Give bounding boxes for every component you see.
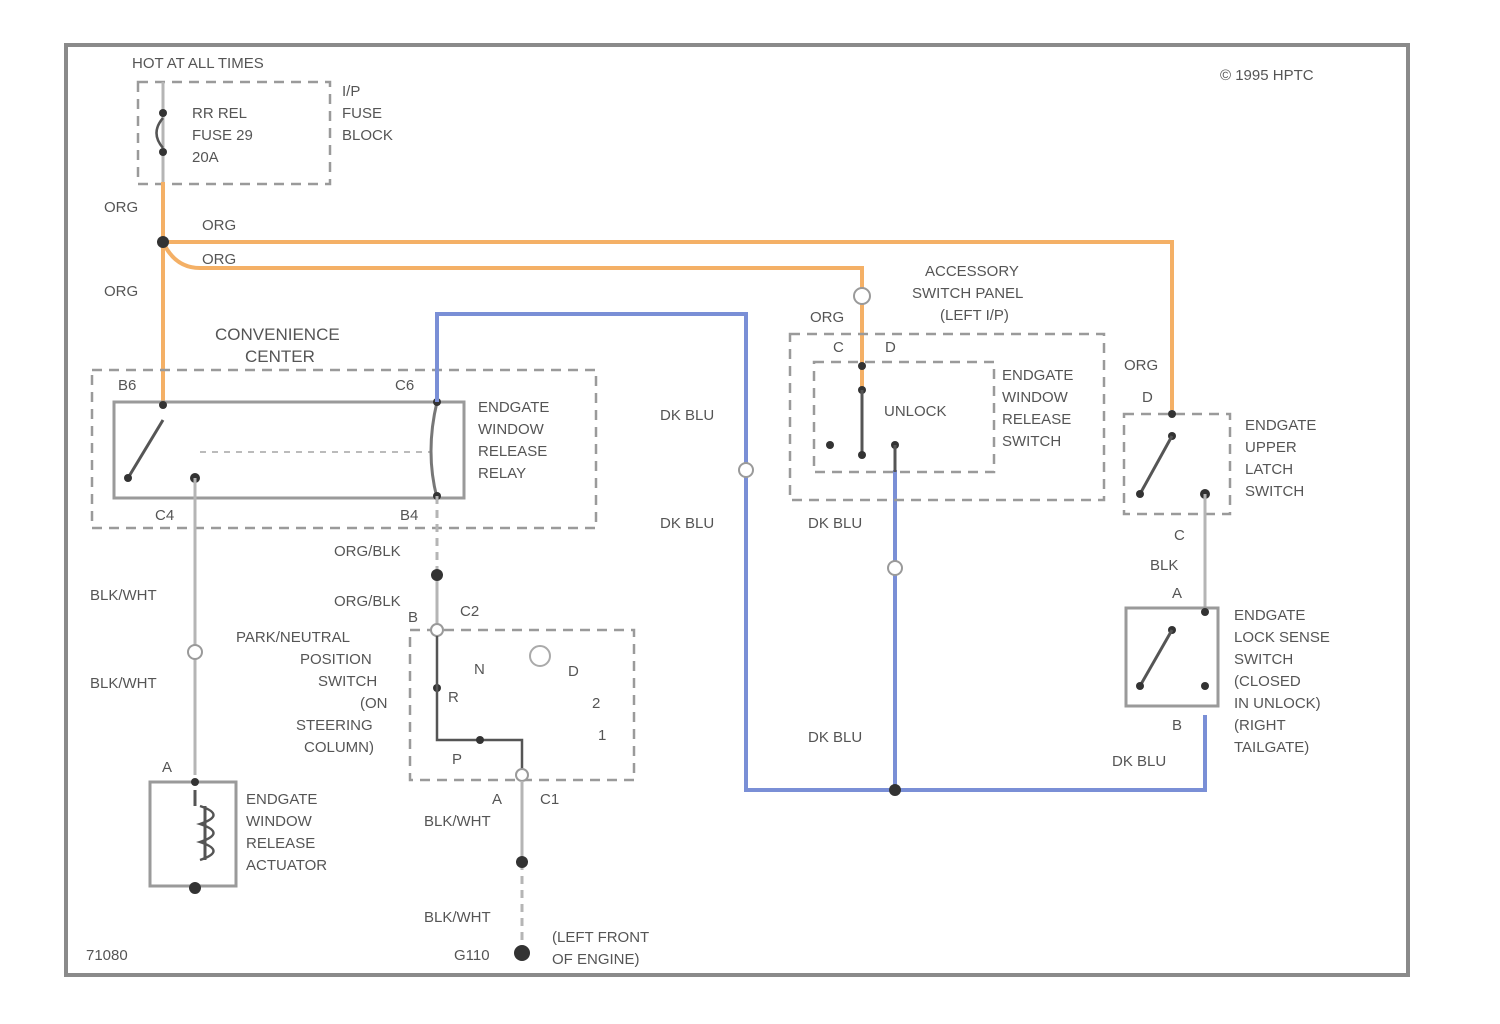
- relay-label-4: RELAY: [478, 465, 526, 482]
- pn-gear-r: R: [448, 689, 459, 706]
- pn-label-4: (ON: [360, 695, 388, 712]
- upper-latch-pin-d: D: [1142, 389, 1153, 406]
- pn-connector-b: B: [408, 609, 418, 626]
- actuator-label-1: ENDGATE: [246, 791, 317, 808]
- wire-dkblu-relay: [437, 314, 1205, 790]
- pn-connector-a: A: [492, 791, 502, 808]
- window-switch-label-3: RELEASE: [1002, 411, 1071, 428]
- wire-label-dkblu-3: DK BLU: [808, 515, 862, 532]
- ground-label-2: OF ENGINE): [552, 951, 640, 968]
- relay-label-1: ENDGATE: [478, 399, 549, 416]
- actuator-label-4: ACTUATOR: [246, 857, 327, 874]
- copyright-label: © 1995 HPTC: [1220, 67, 1314, 84]
- lock-sense-label-4: (CLOSED: [1234, 673, 1301, 690]
- wire-label-blkwht-3: BLK/WHT: [424, 813, 491, 830]
- wire-label-org-4: ORG: [104, 283, 138, 300]
- accessory-title-3: (LEFT I/P): [940, 307, 1009, 324]
- wire-label-org-5: ORG: [810, 309, 844, 326]
- wire-label-orgblk-2: ORG/BLK: [334, 593, 401, 610]
- relay-label-3: RELEASE: [478, 443, 547, 460]
- pn-gear-d: D: [568, 663, 579, 680]
- wire-label-blk: BLK: [1150, 557, 1178, 574]
- pn-gear-1: 1: [598, 727, 606, 744]
- lock-sense-label-7: TAILGATE): [1234, 739, 1309, 756]
- upper-latch-label-3: LATCH: [1245, 461, 1293, 478]
- wire-label-dkblu-2: DK BLU: [660, 515, 714, 532]
- lock-sense-label-2: LOCK SENSE: [1234, 629, 1330, 646]
- wire-label-org-6: ORG: [1124, 357, 1158, 374]
- upper-latch-box: [1124, 414, 1230, 514]
- fuse-label-1: RR REL: [192, 105, 247, 122]
- wire-label-dkblu-1: DK BLU: [660, 407, 714, 424]
- actuator-label-3: RELEASE: [246, 835, 315, 852]
- lock-sense-label-3: SWITCH: [1234, 651, 1293, 668]
- pn-label-3: SWITCH: [318, 673, 377, 690]
- accessory-title-1: ACCESSORY: [925, 263, 1019, 280]
- wire-label-dkblu-5: DK BLU: [1112, 753, 1166, 770]
- fuse-block-label-3: BLOCK: [342, 127, 393, 144]
- pin-c4: C4: [155, 507, 174, 524]
- wire-label-orgblk-1: ORG/BLK: [334, 543, 401, 560]
- upper-latch-pin-c: C: [1174, 527, 1185, 544]
- upper-latch-label-1: ENDGATE: [1245, 417, 1316, 434]
- pin-b4: B4: [400, 507, 418, 524]
- lock-sense-label-5: IN UNLOCK): [1234, 695, 1321, 712]
- pn-label-6: COLUMN): [304, 739, 374, 756]
- wire-label-blkwht-4: BLK/WHT: [424, 909, 491, 926]
- wire-label-org-1: ORG: [104, 199, 138, 216]
- lock-sense-label-6: (RIGHT: [1234, 717, 1286, 734]
- actuator-label-2: WINDOW: [246, 813, 313, 830]
- pn-gear-2: 2: [592, 695, 600, 712]
- fuse-block-label-1: I/P: [342, 83, 360, 100]
- pn-label-1: PARK/NEUTRAL: [236, 629, 350, 646]
- fuse-label-2: FUSE 29: [192, 127, 253, 144]
- lock-sense-label-1: ENDGATE: [1234, 607, 1305, 624]
- upper-latch-label-4: SWITCH: [1245, 483, 1304, 500]
- pn-label-2: POSITION: [300, 651, 372, 668]
- pn-connector-c1: C1: [540, 791, 559, 808]
- relay-box: [114, 402, 464, 498]
- wire-label-org-2: ORG: [202, 217, 236, 234]
- accessory-pin-c: C: [833, 339, 844, 356]
- unlock-label: UNLOCK: [884, 403, 947, 420]
- hot-at-all-times-label: HOT AT ALL TIMES: [132, 55, 264, 72]
- fuse-block-label-2: FUSE: [342, 105, 382, 122]
- fuse-label-3: 20A: [192, 149, 219, 166]
- pn-gear-p: P: [452, 751, 462, 768]
- wire-label-dkblu-4: DK BLU: [808, 729, 862, 746]
- figure-id: 71080: [86, 947, 128, 964]
- wire-label-blkwht-1: BLK/WHT: [90, 587, 157, 604]
- accessory-pin-d: D: [885, 339, 896, 356]
- ground-label-1: (LEFT FRONT: [552, 929, 649, 946]
- convenience-center-title-1: CONVENIENCE: [215, 325, 340, 344]
- pn-gear-n: N: [474, 661, 485, 678]
- actuator-box: [150, 782, 236, 886]
- window-switch-label-1: ENDGATE: [1002, 367, 1073, 384]
- wire-label-org-3: ORG: [202, 251, 236, 268]
- convenience-center-title-2: CENTER: [245, 347, 315, 366]
- lock-sense-pin-a: A: [1172, 585, 1182, 602]
- pn-connector-c2: C2: [460, 603, 479, 620]
- pin-c6: C6: [395, 377, 414, 394]
- window-switch-label-4: SWITCH: [1002, 433, 1061, 450]
- upper-latch-label-2: UPPER: [1245, 439, 1297, 456]
- pn-label-5: STEERING: [296, 717, 373, 734]
- wire-label-blkwht-2: BLK/WHT: [90, 675, 157, 692]
- lock-sense-pin-b: B: [1172, 717, 1182, 734]
- relay-label-2: WINDOW: [478, 421, 545, 438]
- pin-b6: B6: [118, 377, 136, 394]
- window-switch-label-2: WINDOW: [1002, 389, 1069, 406]
- lock-sense-box: [1126, 608, 1218, 706]
- actuator-pin-a: A: [162, 759, 172, 776]
- ground-id: G110: [454, 947, 490, 964]
- accessory-title-2: SWITCH PANEL: [912, 285, 1023, 302]
